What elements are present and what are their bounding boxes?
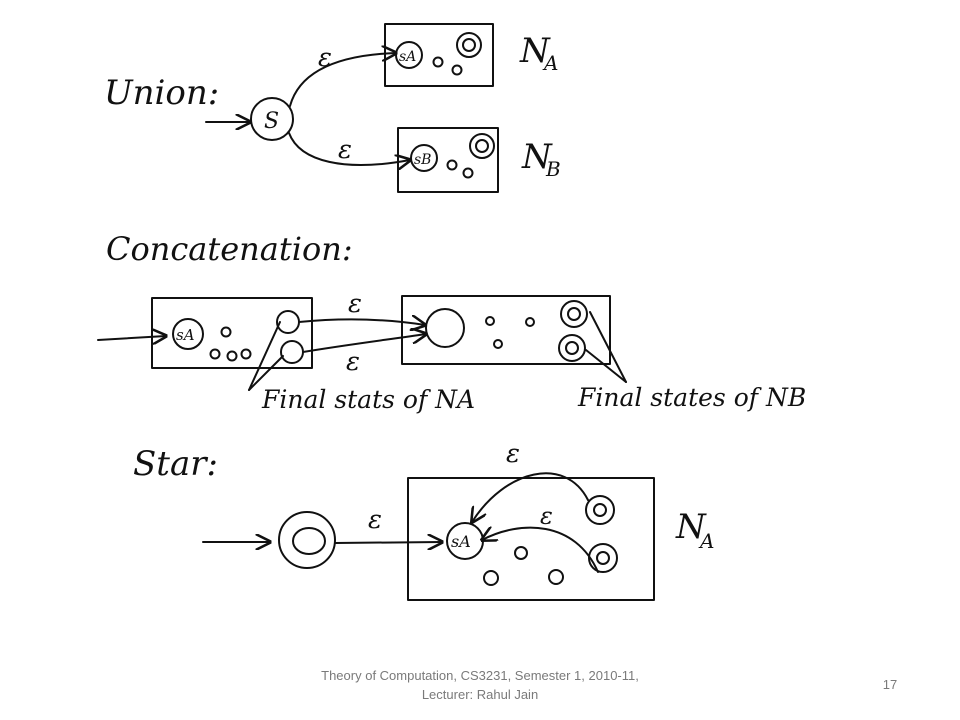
concat-annotation-a: Final stats of NA: [261, 385, 475, 414]
page-number: 17: [882, 677, 898, 692]
concat-machine-a-state: [220, 326, 232, 338]
union-machine-a-start-label: sA: [399, 49, 416, 65]
concat-machine-b-final-state-outer: [558, 334, 586, 362]
star-machine-sub: A: [698, 529, 714, 553]
union-heading: Union:: [104, 73, 219, 113]
concatenation-heading: Concatenation:: [106, 230, 353, 268]
union-machine-a-state: [432, 56, 444, 68]
union-epsilon-edge-a: [289, 53, 396, 107]
union-machine-a-final-state-inner: [462, 38, 476, 52]
union-machine-b-state: [446, 159, 458, 171]
star-machine-state: [514, 546, 528, 560]
union-machine-b-final-state-inner: [475, 139, 489, 153]
union-machine-b-box: [397, 127, 499, 193]
star-final-state-outer: [585, 495, 615, 525]
concat-machine-a-start-state: [172, 318, 204, 350]
concat-machine-b-final-state-inner: [567, 307, 581, 321]
star-machine-start-label: sA: [451, 532, 471, 551]
star-epsilon-loop-inner: [482, 528, 599, 573]
star-final-state-outer: [588, 543, 618, 573]
union-machine-a-name: N: [519, 31, 551, 71]
star-epsilon-inner: ε: [540, 502, 553, 530]
union-machine-b-name: N: [521, 137, 553, 177]
star-epsilon-top: ε: [506, 439, 520, 469]
concat-epsilon-edge-upper: [298, 319, 425, 325]
union-machine-a-state: [451, 64, 463, 76]
star-final-state-inner: [596, 551, 610, 565]
star-machine-state: [548, 569, 564, 585]
concat-machine-a-start-label: sA: [176, 326, 195, 344]
union-machine-b-sub: B: [545, 157, 561, 181]
star-epsilon-entry: ε: [368, 505, 382, 535]
concat-pointer-a-upper: [248, 321, 281, 391]
concat-machine-a-state: [240, 348, 252, 360]
union-section: Union: S ε ε sA N A sB: [104, 23, 561, 193]
union-machine-b-start-state: [410, 144, 438, 172]
concatenation-section: Concatenation: sA ε ε: [97, 230, 806, 414]
concat-machine-b-box: [401, 295, 611, 365]
concat-machine-a-final-state: [280, 340, 304, 364]
concat-machine-b-start-state: [425, 308, 465, 348]
star-machine-box: [407, 477, 655, 601]
concat-pointer-a-lower: [248, 355, 284, 391]
union-machine-b-start-label: sB: [414, 152, 431, 168]
star-epsilon-entry-edge: [334, 542, 442, 543]
slide-footer: Theory of Computation, CS3231, Semester …: [321, 668, 639, 702]
concat-machine-b-state: [525, 317, 535, 327]
concat-machine-a-state: [226, 350, 238, 362]
concat-machine-b-final-state-inner: [565, 341, 579, 355]
concat-start-arrow: [97, 336, 166, 340]
star-new-start-state-outer: [278, 511, 336, 569]
union-machine-a-box: [384, 23, 494, 87]
union-machine-a-sub: A: [542, 51, 558, 75]
star-section: Star: ε sA ε ε N A: [133, 439, 714, 601]
concat-epsilon-upper: ε: [348, 289, 362, 319]
concat-machine-b-state: [493, 339, 503, 349]
union-machine-a-final-state-outer: [456, 32, 482, 58]
star-heading: Star:: [133, 444, 218, 484]
star-epsilon-loop-top: [472, 472, 589, 522]
union-new-start-label: S: [264, 109, 279, 134]
union-machine-a-start-state: [395, 41, 423, 69]
star-new-start-state-inner: [292, 527, 326, 555]
concat-pointer-b-lower: [585, 349, 627, 383]
concat-machine-b-state: [485, 316, 495, 326]
union-epsilon-upper: ε: [318, 43, 332, 73]
concat-epsilon-lower: ε: [346, 347, 360, 377]
star-final-state-inner: [593, 503, 607, 517]
union-machine-b-final-state-outer: [469, 133, 495, 159]
union-epsilon-lower: ε: [338, 135, 352, 165]
star-machine-state: [483, 570, 499, 586]
concat-epsilon-edge-lower: [302, 334, 426, 353]
star-machine-name: N: [675, 507, 707, 547]
concat-pointer-b-upper: [589, 311, 627, 383]
union-machine-b-state: [462, 167, 474, 179]
concat-machine-b-final-state-outer: [560, 300, 588, 328]
concat-machine-a-state: [209, 348, 221, 360]
union-epsilon-edge-b: [288, 132, 410, 165]
union-new-start-state: [250, 97, 294, 141]
concat-annotation-b: Final states of NB: [577, 383, 806, 412]
